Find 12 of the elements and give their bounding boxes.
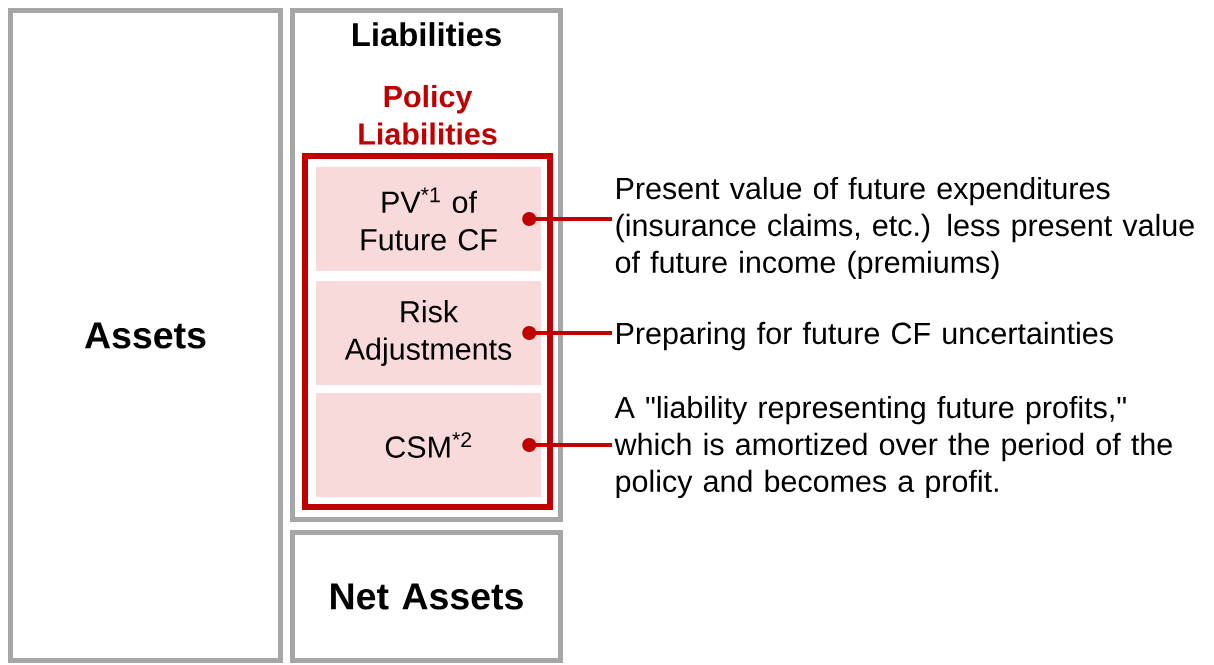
description-text: Preparing for future CF uncertainties: [617, 321, 1113, 351]
component-box: PV$^{*1}$ of Future CF: [316, 167, 541, 271]
description-text: Present value of future expenditures (insurance claims, etc.) less present value of future income (premiums): [615, 176, 1194, 280]
description-text: A "liability representing future profits," which is amortized over the period of the policy and becomes a profit.: [614, 395, 1172, 499]
component-box: CSM$^{*2}$: [316, 393, 541, 497]
balance-sheet-box: Net Assets: [290, 530, 563, 663]
leader-line: [522, 326, 612, 340]
leader-line: [522, 438, 612, 452]
leader-line: [522, 212, 612, 226]
balance-sheet-box: Assets: [8, 8, 283, 663]
node-label: Policy Liabilities: [359, 85, 497, 145]
component-box: Risk Adjustments: [316, 281, 541, 385]
